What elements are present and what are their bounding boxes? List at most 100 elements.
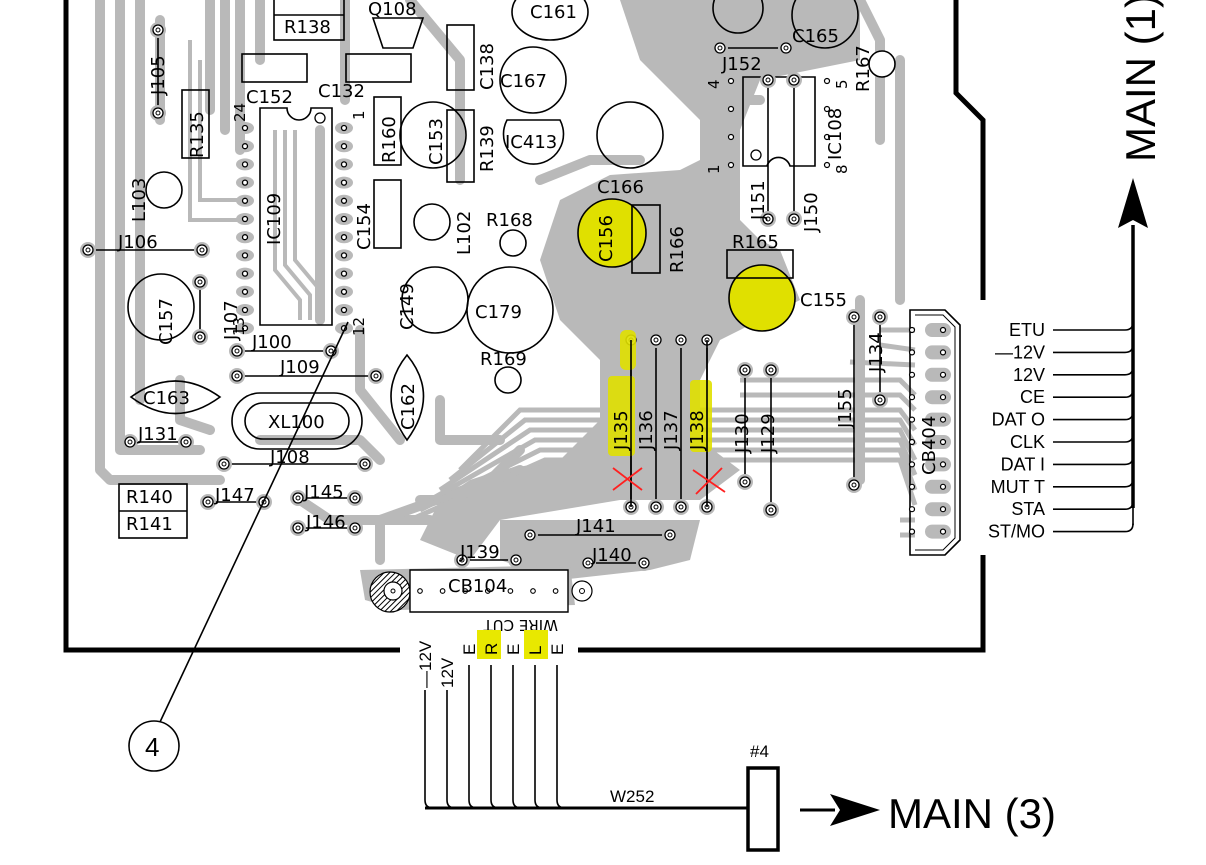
- label-cb104: CB104: [448, 576, 507, 597]
- jumper-pad: [292, 492, 304, 504]
- label-j134: J134: [866, 332, 887, 373]
- label-j151: J151: [748, 180, 769, 221]
- label-ic413: IC413: [505, 132, 557, 153]
- main-3-label: MAIN (3): [888, 790, 1056, 837]
- jumper-hole: [295, 495, 301, 501]
- cb104-label-highlights: [477, 630, 548, 659]
- cb104-pin: [507, 588, 514, 594]
- label-r139: R139: [477, 125, 498, 172]
- jumper-pad: [510, 554, 522, 566]
- cb104-connector: [369, 569, 593, 613]
- jumper-hole: [127, 439, 133, 445]
- jumper-hole: [877, 397, 883, 403]
- cb404-pad: [925, 502, 951, 517]
- ic413-outline: [502, 119, 565, 165]
- label-j131: J131: [137, 424, 178, 445]
- cb404-pin-b: [939, 528, 947, 535]
- cb104-pin: [462, 588, 469, 594]
- jumper-pad: [762, 74, 774, 86]
- jumper-pad: [874, 394, 886, 406]
- jumper-hole: [641, 560, 647, 566]
- cb404-signal-line: [1053, 389, 1134, 398]
- label-j139: J139: [459, 542, 500, 563]
- ic109-pin: [241, 215, 249, 223]
- label-j141: J141: [575, 516, 616, 537]
- ic109-pin: [241, 143, 249, 150]
- cb404-pin-b: [939, 506, 947, 513]
- w252-label: W252: [610, 787, 654, 806]
- cb404-signal-line: [1053, 344, 1134, 354]
- jumper-hole: [234, 373, 240, 379]
- jumper-hole: [768, 367, 774, 373]
- jumper-hole: [155, 110, 161, 116]
- label-j140: J140: [591, 545, 632, 566]
- ic109-pin: [241, 288, 249, 295]
- ic109-pin: [340, 270, 348, 277]
- jumper-pad: [739, 364, 751, 376]
- label-j136: J136: [636, 410, 657, 451]
- jumper-hole: [183, 439, 189, 445]
- jumper-hole: [459, 557, 465, 563]
- c156-highlight: [577, 198, 647, 268]
- jumper-hole: [768, 507, 774, 513]
- ic109-pin: [241, 325, 249, 332]
- label-ic109: IC109: [264, 193, 285, 245]
- ic109-pin: [241, 234, 249, 241]
- pin-8: 8: [833, 164, 851, 174]
- cb104-signal-label: E: [548, 644, 567, 655]
- cut-marks: [612, 467, 726, 495]
- jumper-hole: [221, 461, 227, 467]
- cb104-signal-label: —12V: [416, 640, 435, 688]
- board-outline: [63, 0, 986, 653]
- label-c162: C162: [398, 383, 419, 430]
- jumper-pad: [848, 311, 860, 323]
- main-1-label: MAIN (1): [1117, 0, 1164, 162]
- cb404-signal-line: [1053, 411, 1134, 421]
- jumper-pad: [675, 334, 687, 346]
- label-j152: J152: [721, 54, 762, 75]
- cb404-pin-b: [939, 371, 947, 378]
- cb104-pin: [484, 588, 491, 594]
- jumper-pad: [231, 345, 243, 357]
- jumper-pad: [370, 370, 382, 382]
- label-j129: J129: [758, 413, 779, 454]
- jumper-pad: [582, 557, 594, 569]
- jumper-pad: [675, 501, 687, 513]
- jumper-pad: [848, 479, 860, 491]
- label-j155: J155: [835, 388, 856, 429]
- cb404-pin-b: [939, 461, 947, 468]
- label-j106: J106: [117, 232, 158, 253]
- jumper-hole: [783, 45, 789, 51]
- component-labels: R138 Q108 C161 C167 IC413 C152 C132 C166…: [117, 0, 847, 597]
- j138-cut-mark: [692, 467, 726, 495]
- inductors: [145, 171, 451, 241]
- cb404-signal-label: ETU: [1009, 320, 1045, 340]
- ic109-pin: [241, 161, 249, 168]
- cb104-wire: [446, 690, 456, 809]
- cb404-pad: [925, 412, 951, 427]
- label-c165: C165: [792, 26, 839, 47]
- pin-24: 24: [231, 103, 249, 122]
- ic108: [727, 76, 831, 169]
- label-c152: C152: [246, 87, 293, 108]
- label-r160: R160: [379, 116, 400, 163]
- label-r169: R169: [480, 349, 527, 370]
- jumper-pad: [202, 496, 214, 508]
- jumper-hole: [295, 525, 301, 531]
- label-j108: J108: [269, 447, 310, 468]
- ic109-pin: [241, 252, 249, 259]
- jumper-pad: [180, 436, 192, 448]
- cb404-pin-a: [908, 394, 916, 401]
- jumper-hole: [373, 373, 379, 379]
- label-r140: R140: [126, 487, 173, 508]
- jumper-pad: [780, 42, 792, 54]
- cb404-signal-line: [1053, 501, 1134, 510]
- cb404-signal-line: [1053, 321, 1134, 331]
- crystal-xl100: [231, 392, 363, 450]
- label-r165: R165: [732, 232, 779, 253]
- cb404-pin-b: [939, 483, 947, 490]
- label-j100: J100: [251, 332, 292, 353]
- jumper-pad: [152, 24, 164, 36]
- jumper-pad: [152, 107, 164, 119]
- electrolytic-capacitors: [127, 0, 859, 354]
